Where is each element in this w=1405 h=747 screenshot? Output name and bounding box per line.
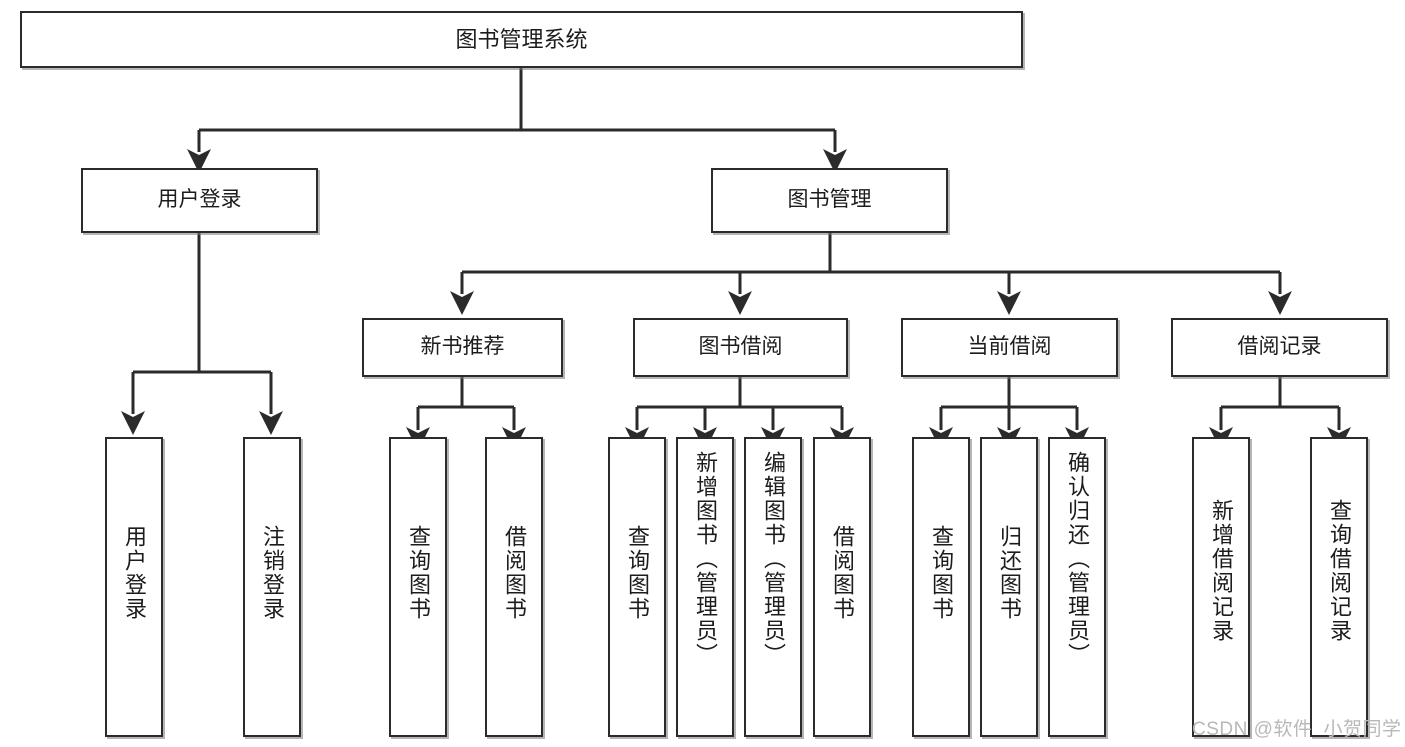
leaf-newbook-query-label: 查询图书 xyxy=(406,525,431,621)
node-book-borrow-label: 图书借阅 xyxy=(698,335,783,359)
node-borrow-record[interactable]: 借阅记录 xyxy=(1171,318,1388,377)
leaf-currentborrow-query[interactable]: 查询图书 xyxy=(912,437,970,737)
node-borrow-record-label: 借阅记录 xyxy=(1237,335,1322,359)
leaf-record-add[interactable]: 新增借阅记录 xyxy=(1192,437,1250,737)
leaf-record-query-label: 查询借阅记录 xyxy=(1327,499,1352,643)
node-user-login-label: 用户登录 xyxy=(157,188,242,212)
node-book-manage[interactable]: 图书管理 xyxy=(711,168,948,233)
leaf-newbook-borrow-label: 借阅图书 xyxy=(502,525,527,621)
leaf-currentborrow-confirm-label: 确认归还（管理员） xyxy=(1065,451,1090,667)
leaf-logout-label: 注销登录 xyxy=(260,525,285,621)
watermark: CSDN @软件_小贺同学 xyxy=(1192,719,1402,740)
leaf-record-query[interactable]: 查询借阅记录 xyxy=(1310,437,1368,737)
node-new-book-rec-label: 新书推荐 xyxy=(420,335,505,359)
leaf-user-login[interactable]: 用户登录 xyxy=(105,437,163,737)
leaf-user-login-label: 用户登录 xyxy=(122,525,147,621)
leaf-currentborrow-query-label: 查询图书 xyxy=(929,525,954,621)
node-user-login[interactable]: 用户登录 xyxy=(81,168,318,233)
leaf-bookborrow-edit[interactable]: 编辑图书（管理员） xyxy=(744,437,802,737)
leaf-logout[interactable]: 注销登录 xyxy=(243,437,301,737)
leaf-currentborrow-confirm[interactable]: 确认归还（管理员） xyxy=(1048,437,1106,737)
leaf-bookborrow-query[interactable]: 查询图书 xyxy=(608,437,666,737)
node-book-manage-label: 图书管理 xyxy=(787,188,872,212)
leaf-currentborrow-return-label: 归还图书 xyxy=(997,525,1022,621)
node-root-label: 图书管理系统 xyxy=(455,26,588,52)
leaf-bookborrow-query-label: 查询图书 xyxy=(625,525,650,621)
leaf-newbook-borrow[interactable]: 借阅图书 xyxy=(485,437,543,737)
leaf-bookborrow-add[interactable]: 新增图书（管理员） xyxy=(676,437,734,737)
leaf-bookborrow-edit-label: 编辑图书（管理员） xyxy=(761,451,786,667)
node-new-book-rec[interactable]: 新书推荐 xyxy=(362,318,563,377)
node-root[interactable]: 图书管理系统 xyxy=(20,11,1023,68)
leaf-newbook-query[interactable]: 查询图书 xyxy=(389,437,447,737)
node-current-borrow-label: 当前借阅 xyxy=(967,335,1052,359)
leaf-record-add-label: 新增借阅记录 xyxy=(1209,499,1234,643)
leaf-currentborrow-return[interactable]: 归还图书 xyxy=(980,437,1038,737)
leaf-bookborrow-add-label: 新增图书（管理员） xyxy=(693,451,718,667)
leaf-bookborrow-borrow[interactable]: 借阅图书 xyxy=(813,437,871,737)
node-book-borrow[interactable]: 图书借阅 xyxy=(633,318,848,377)
leaf-bookborrow-borrow-label: 借阅图书 xyxy=(830,525,855,621)
node-current-borrow[interactable]: 当前借阅 xyxy=(901,318,1118,377)
